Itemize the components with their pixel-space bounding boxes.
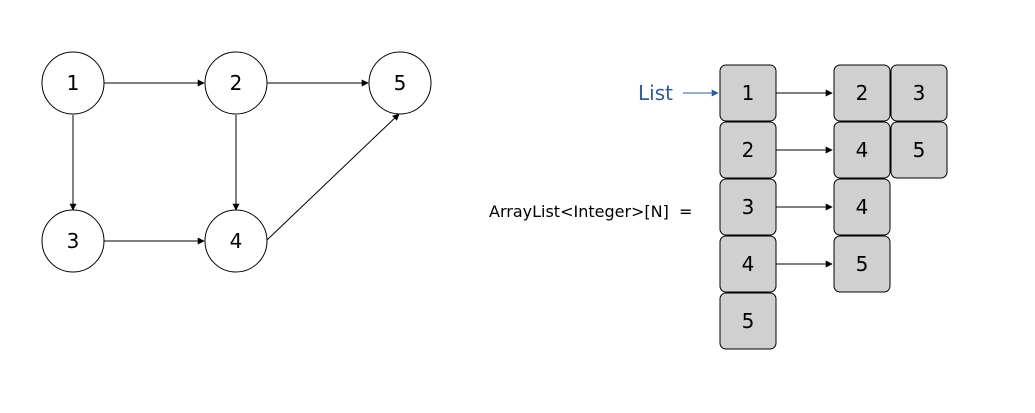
graph-nodes: 1 2 5 3 4 — [41, 51, 432, 273]
head-cell-label: 3 — [742, 195, 755, 219]
graph-node-4: 4 — [204, 209, 268, 273]
neighbor-cell-4-1: 5 — [833, 235, 891, 293]
list-label: List — [638, 81, 673, 105]
graph-node-1: 1 — [41, 51, 105, 115]
neighbor-cell-label: 5 — [856, 252, 869, 276]
graph-node-3: 3 — [41, 209, 105, 273]
neighbor-cell-1-2: 3 — [890, 64, 948, 122]
graph-node-label: 5 — [394, 71, 407, 95]
head-cell-label: 5 — [742, 309, 755, 333]
graph-node-label: 2 — [230, 71, 243, 95]
neighbor-cell-3-1: 4 — [833, 178, 891, 236]
graph-node-label: 3 — [67, 229, 80, 253]
head-cell-label: 1 — [742, 81, 755, 105]
neighbor-cell-label: 5 — [913, 138, 926, 162]
head-cell-2: 2 — [719, 121, 777, 179]
adjacency-heads: 1 2 3 4 5 — [719, 64, 777, 350]
neighbor-cell-2-1: 4 — [833, 121, 891, 179]
neighbor-cell-label: 4 — [856, 195, 869, 219]
neighbor-cell-label: 2 — [856, 81, 869, 105]
adjacency-neighbors: 2 3 4 5 4 5 — [833, 64, 948, 293]
neighbor-cell-label: 4 — [856, 138, 869, 162]
neighbor-cell-1-1: 2 — [833, 64, 891, 122]
head-cell-label: 2 — [742, 138, 755, 162]
head-cell-1: 1 — [719, 64, 777, 122]
head-cell-4: 4 — [719, 235, 777, 293]
graph-edges — [69, 79, 400, 245]
graph-node-5: 5 — [368, 51, 432, 115]
graph-node-label: 1 — [67, 71, 80, 95]
array-label: ArrayList<Integer>[N] = — [489, 202, 692, 221]
graph-node-2: 2 — [204, 51, 268, 115]
neighbor-cell-label: 3 — [913, 81, 926, 105]
neighbor-cell-2-2: 5 — [890, 121, 948, 179]
head-cell-label: 4 — [742, 252, 755, 276]
edge-4-5 — [266, 113, 400, 241]
graph-node-label: 4 — [230, 229, 243, 253]
head-cell-5: 5 — [719, 292, 777, 350]
adjacency-pointers — [776, 89, 833, 268]
head-cell-3: 3 — [719, 178, 777, 236]
